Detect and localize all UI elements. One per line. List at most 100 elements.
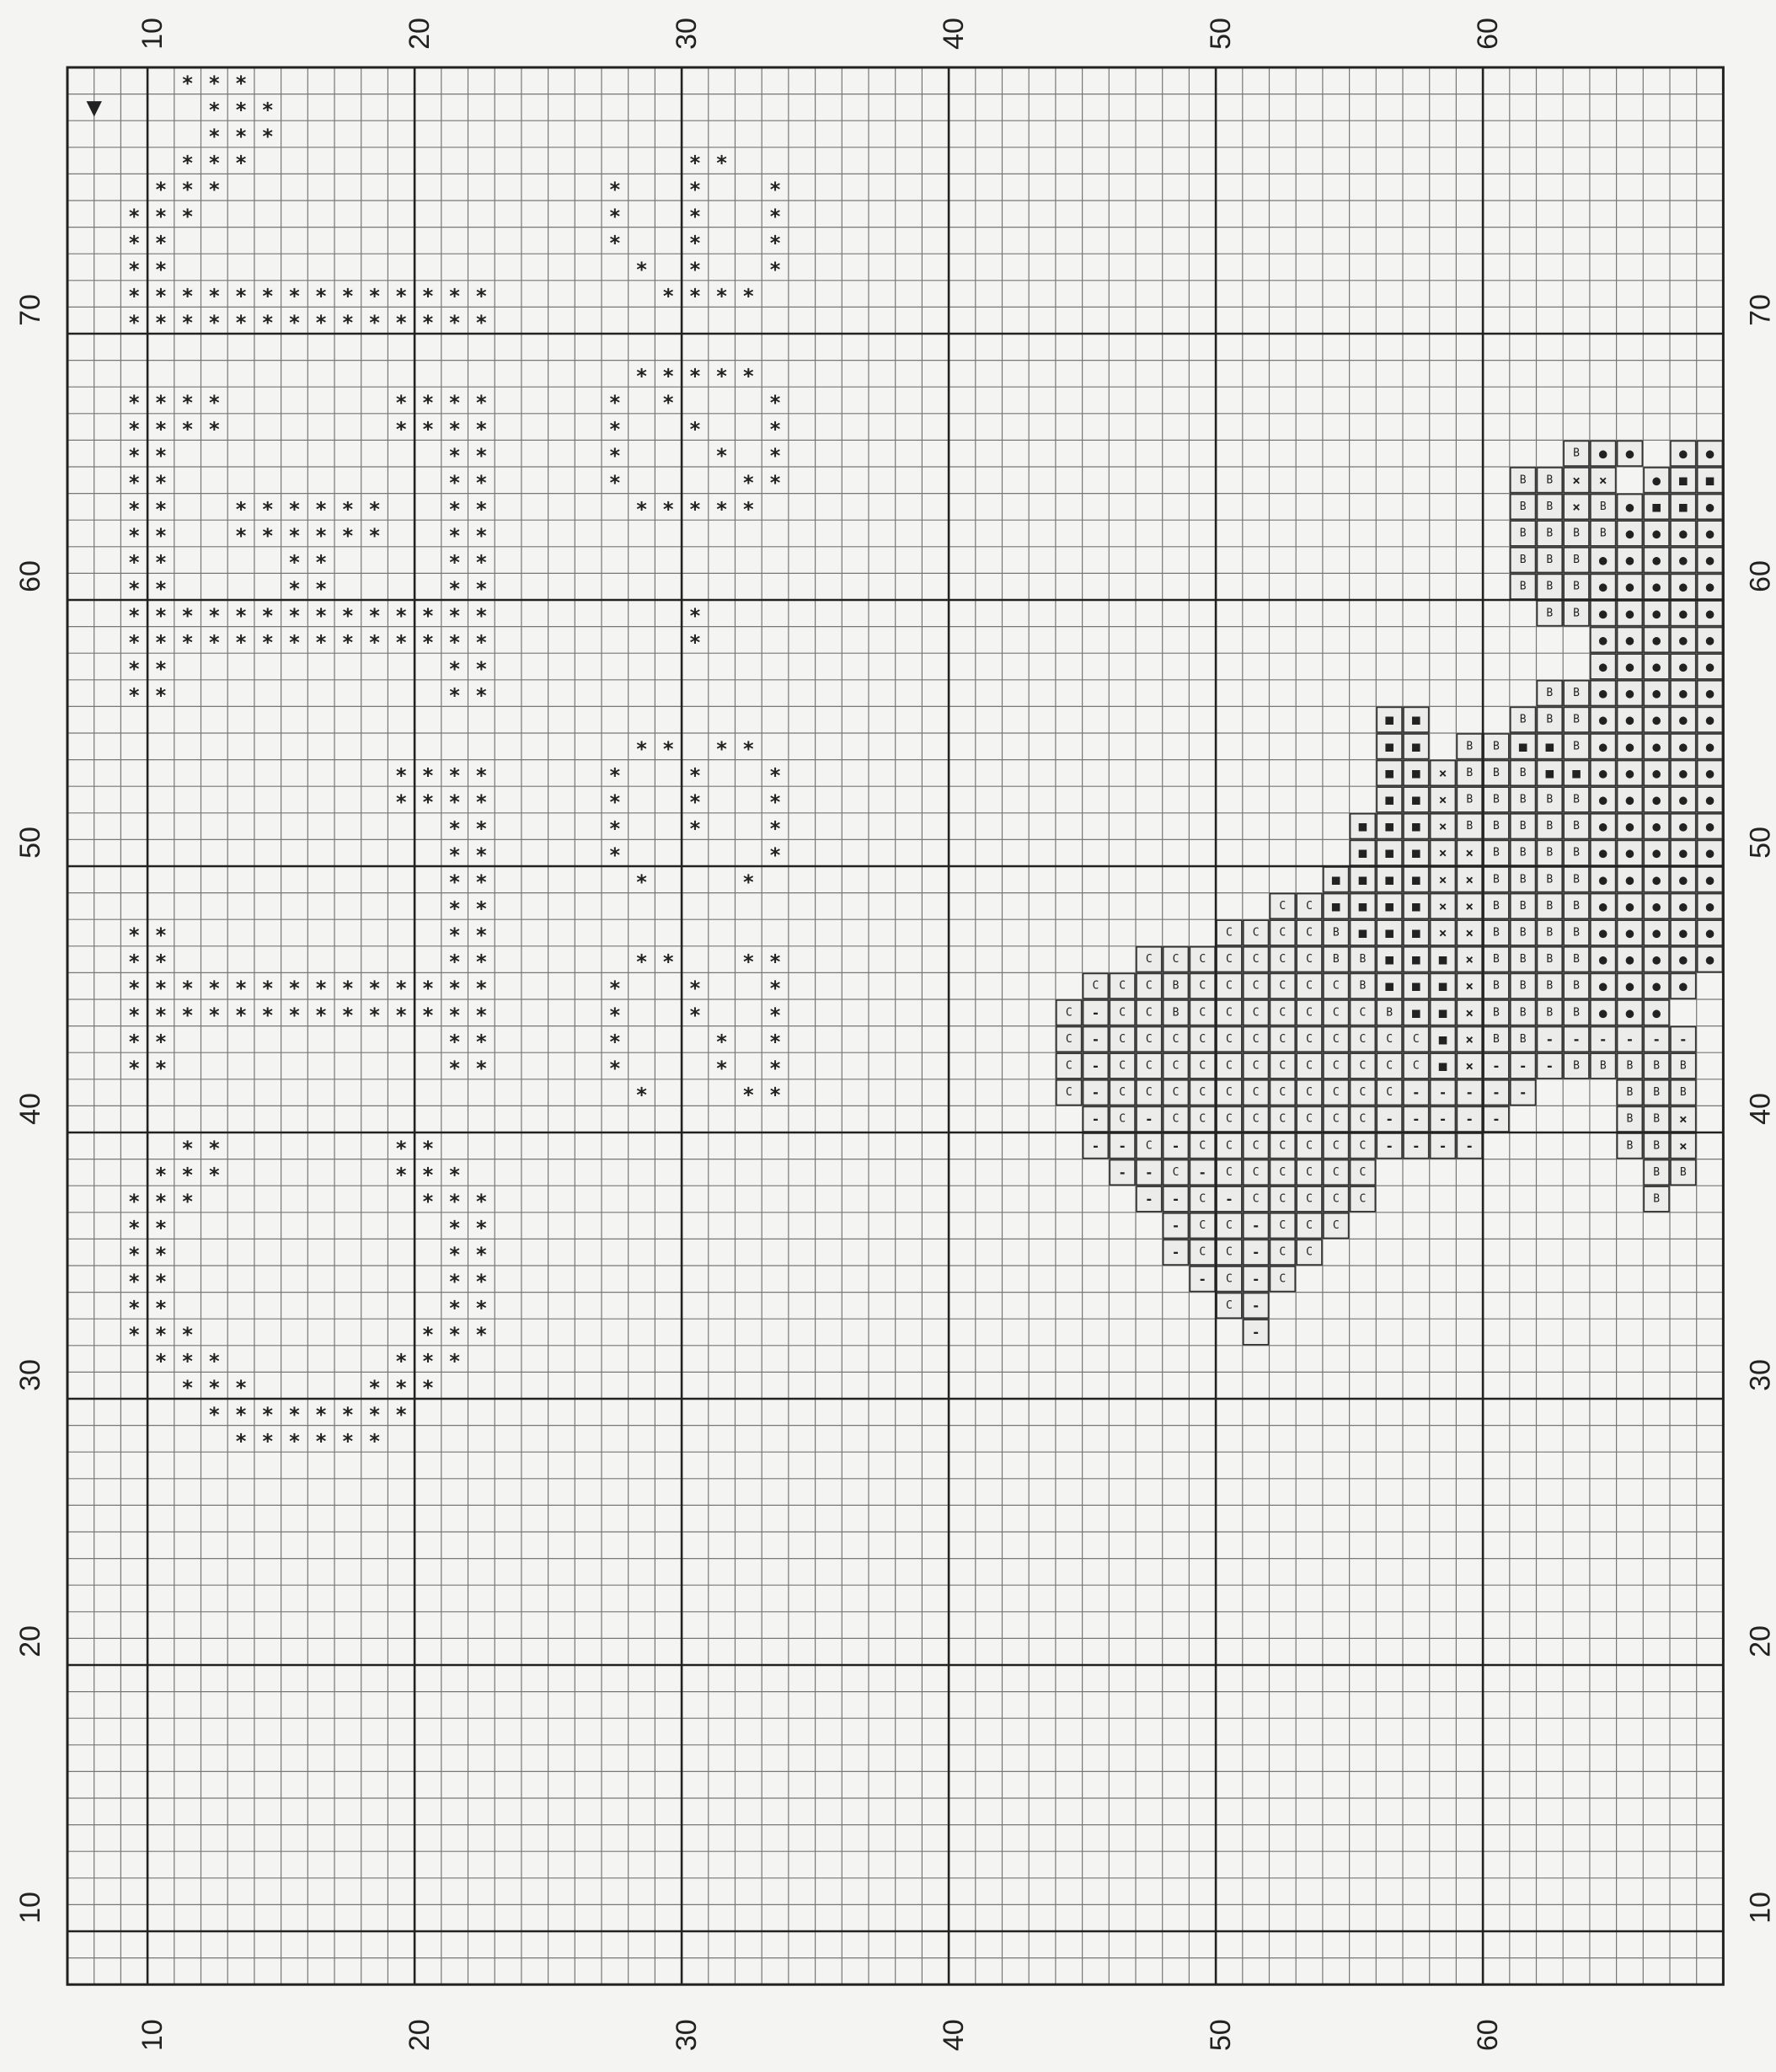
stitch-b: B <box>1360 953 1367 966</box>
stitch-asterisk: * <box>262 1004 274 1027</box>
stitch-dot: ● <box>1679 845 1688 861</box>
stitch-dot: ● <box>1652 898 1661 914</box>
start-marker-icon: ▼ <box>86 95 102 119</box>
stitch-asterisk: * <box>208 72 220 95</box>
stitch-b: B <box>1520 767 1527 779</box>
stitch-c: C <box>1360 1086 1367 1099</box>
stitch-c: C <box>1279 1113 1286 1126</box>
stitch-b: B <box>1466 767 1473 779</box>
stitch-c: C <box>1066 1033 1073 1046</box>
stitch-dash: - <box>1412 1138 1420 1154</box>
stitch-b: B <box>1546 714 1553 726</box>
stitch-dot: ● <box>1626 526 1634 542</box>
stitch-c: C <box>1199 1033 1206 1046</box>
stitch-dot: ● <box>1706 871 1714 887</box>
col-label-bottom: 50 <box>1205 2019 1237 2051</box>
stitch-b: B <box>1386 1006 1393 1019</box>
stitch-asterisk: * <box>448 684 460 708</box>
stitch-dot: ● <box>1652 978 1661 994</box>
stitch-asterisk: * <box>448 1350 460 1373</box>
stitch-b: B <box>1520 927 1527 940</box>
col-label-bottom: 60 <box>1472 2019 1504 2051</box>
stitch-dash: - <box>1439 1084 1447 1100</box>
stitch-c: C <box>1306 1033 1313 1046</box>
stitch-asterisk: * <box>448 1296 460 1320</box>
stitch-square: ■ <box>1439 1031 1447 1047</box>
stitch-c: C <box>1226 953 1233 966</box>
stitch-b: B <box>1493 980 1500 993</box>
stitch-asterisk: * <box>128 1243 140 1266</box>
stitch-dot: ● <box>1706 446 1714 462</box>
stitch-asterisk: * <box>448 285 460 308</box>
stitch-c: C <box>1253 1139 1260 1152</box>
stitch-b: B <box>1546 900 1553 913</box>
stitch-asterisk: * <box>155 1296 167 1320</box>
stitch-asterisk: * <box>208 311 220 335</box>
stitch-asterisk: * <box>422 311 434 335</box>
stitch-b: B <box>1653 1193 1660 1206</box>
stitch-asterisk: * <box>208 630 220 654</box>
stitch-asterisk: * <box>155 630 167 654</box>
stitch-asterisk: * <box>181 977 193 1000</box>
stitch-square: ■ <box>1679 499 1688 515</box>
stitch-asterisk: * <box>689 977 701 1000</box>
stitch-c: C <box>1279 1060 1286 1073</box>
stitch-asterisk: * <box>155 1270 167 1293</box>
stitch-asterisk: * <box>769 1057 781 1080</box>
stitch-dot: ● <box>1652 792 1661 808</box>
stitch-asterisk: * <box>689 258 701 281</box>
stitch-b: B <box>1493 740 1500 752</box>
stitch-asterisk: * <box>155 178 167 201</box>
stitch-asterisk: * <box>315 311 327 335</box>
stitch-b: B <box>1627 1139 1634 1152</box>
stitch-asterisk: * <box>342 1004 354 1027</box>
stitch-dot: ● <box>1652 925 1661 941</box>
stitch-c: C <box>1253 1006 1260 1019</box>
stitch-asterisk: * <box>689 497 701 521</box>
stitch-x: × <box>1439 818 1447 834</box>
stitch-b: B <box>1466 794 1473 806</box>
stitch-asterisk: * <box>181 152 193 175</box>
stitch-c: C <box>1306 900 1313 913</box>
stitch-asterisk: * <box>742 1084 754 1107</box>
stitch-asterisk: * <box>475 870 487 894</box>
stitch-c: C <box>1146 1139 1153 1152</box>
stitch-b: B <box>1546 927 1553 940</box>
stitch-dot: ● <box>1599 818 1607 834</box>
stitch-dot: ● <box>1679 632 1688 648</box>
stitch-asterisk: * <box>422 1163 434 1186</box>
stitch-asterisk: * <box>395 1350 407 1373</box>
stitch-b: B <box>1573 953 1580 966</box>
stitch-asterisk: * <box>128 684 140 708</box>
stitch-b: B <box>1493 900 1500 913</box>
stitch-square: ■ <box>1385 845 1394 861</box>
stitch-asterisk: * <box>155 977 167 1000</box>
stitch-asterisk: * <box>288 630 300 654</box>
stitch-c: C <box>1386 1060 1393 1073</box>
stitch-dash: - <box>1679 1031 1688 1047</box>
stitch-asterisk: * <box>395 604 407 628</box>
stitch-dot: ● <box>1706 765 1714 781</box>
stitch-asterisk: * <box>689 817 701 841</box>
stitch-square: ■ <box>1412 978 1420 994</box>
stitch-asterisk: * <box>475 657 487 681</box>
stitch-c: C <box>1226 1139 1233 1152</box>
stitch-dash: - <box>1439 1111 1447 1127</box>
stitch-c: C <box>1253 953 1260 966</box>
stitch-c: C <box>1226 1113 1233 1126</box>
stitch-asterisk: * <box>128 418 140 442</box>
stitch-asterisk: * <box>208 152 220 175</box>
stitch-square: ■ <box>1412 712 1420 728</box>
stitch-b: B <box>1333 927 1340 940</box>
stitch-square: ■ <box>1412 898 1420 914</box>
stitch-c: C <box>1306 953 1313 966</box>
stitch-asterisk: * <box>128 524 140 548</box>
stitch-dash: - <box>1092 1031 1100 1047</box>
stitch-dot: ● <box>1679 579 1688 595</box>
stitch-c: C <box>1173 1086 1180 1099</box>
stitch-b: B <box>1546 980 1553 993</box>
stitch-b: B <box>1600 1060 1607 1073</box>
stitch-c: C <box>1146 953 1153 966</box>
col-label-top: 60 <box>1472 18 1504 50</box>
stitch-asterisk: * <box>609 418 621 442</box>
